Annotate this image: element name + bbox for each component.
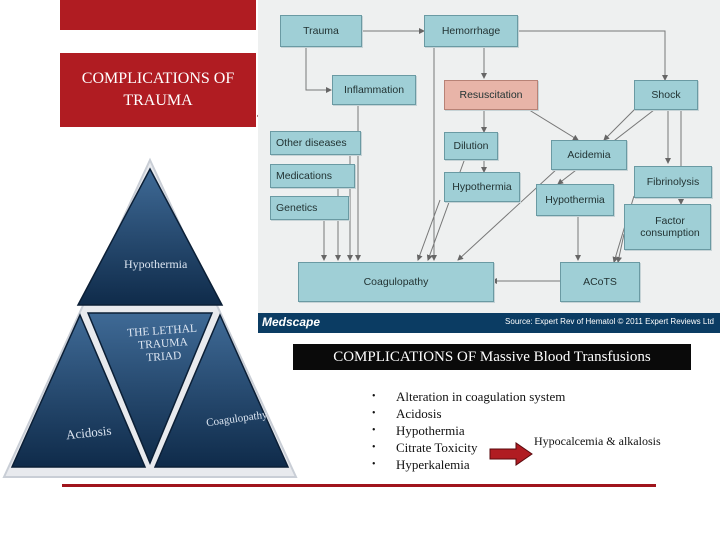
citrate-arrow bbox=[489, 442, 533, 466]
node-medications: Medications bbox=[270, 164, 355, 188]
list-item: • Acidosis bbox=[372, 405, 565, 422]
trauma-flowchart: Trauma Hemorrhage Inflammation Resuscita… bbox=[258, 0, 720, 333]
list-item-text: Hypothermia bbox=[396, 423, 465, 438]
node-hypothermia-2: Hypothermia bbox=[536, 184, 614, 216]
source-citation: Source: Expert Rev of Hematol © 2011 Exp… bbox=[505, 317, 714, 326]
list-item-text: Hyperkalemia bbox=[396, 457, 470, 472]
citrate-effects-note: Hypocalcemia & alkalosis bbox=[534, 434, 661, 448]
node-other-diseases: Other diseases bbox=[270, 131, 361, 155]
triad-hypothermia-label: Hypothermia bbox=[124, 257, 188, 271]
list-item: • Hyperkalemia bbox=[372, 456, 565, 473]
list-item: • Citrate Toxicity bbox=[372, 439, 565, 456]
lethal-triad-triangle: Hypothermia THE LETHAL TRAUMA TRIAD Acid… bbox=[0, 155, 300, 485]
node-acidemia: Acidemia bbox=[551, 140, 627, 170]
list-item-text: Citrate Toxicity bbox=[396, 440, 478, 455]
node-hemorrhage: Hemorrhage bbox=[424, 15, 518, 47]
triangle-graphic bbox=[2, 157, 298, 478]
bullet-icon: • bbox=[372, 408, 376, 419]
list-item-text: Acidosis bbox=[396, 406, 442, 421]
bottom-divider bbox=[62, 484, 656, 487]
node-inflammation: Inflammation bbox=[332, 75, 416, 105]
header-accent-bar bbox=[60, 0, 256, 30]
list-item-text: Alteration in coagulation system bbox=[396, 389, 566, 404]
node-factor-consumption: Factor consumption bbox=[624, 204, 711, 250]
node-acots: ACoTS bbox=[560, 262, 640, 302]
transfusion-complications-list: • Alteration in coagulation system • Acido… bbox=[372, 388, 565, 473]
node-shock: Shock bbox=[634, 80, 698, 110]
medscape-logo: Medscape bbox=[262, 315, 321, 329]
node-hypothermia: Hypothermia bbox=[444, 172, 520, 202]
bullet-icon: • bbox=[372, 442, 376, 453]
bullet-icon: • bbox=[372, 425, 376, 436]
transfusion-section-title: COMPLICATIONS OF Massive Blood Transfusi… bbox=[293, 344, 691, 370]
node-dilution: Dilution bbox=[444, 132, 498, 160]
triad-center-label: THE LETHAL TRAUMA TRIAD bbox=[126, 322, 198, 365]
flowchart-footer: Medscape Source: Expert Rev of Hematol ©… bbox=[258, 313, 720, 333]
slide-title: COMPLICATIONS OF TRAUMA bbox=[60, 53, 256, 127]
flowchart-connectors bbox=[305, 28, 684, 284]
bullet-icon: • bbox=[372, 391, 376, 402]
node-trauma: Trauma bbox=[280, 15, 362, 47]
list-item: • Alteration in coagulation system bbox=[372, 388, 565, 405]
list-item: • Hypothermia bbox=[372, 422, 565, 439]
bullet-icon: • bbox=[372, 459, 376, 470]
node-fibrinolysis: Fibrinolysis bbox=[634, 166, 712, 198]
node-coagulopathy: Coagulopathy bbox=[298, 262, 494, 302]
node-genetics: Genetics bbox=[270, 196, 349, 220]
node-resuscitation: Resuscitation bbox=[444, 80, 538, 110]
